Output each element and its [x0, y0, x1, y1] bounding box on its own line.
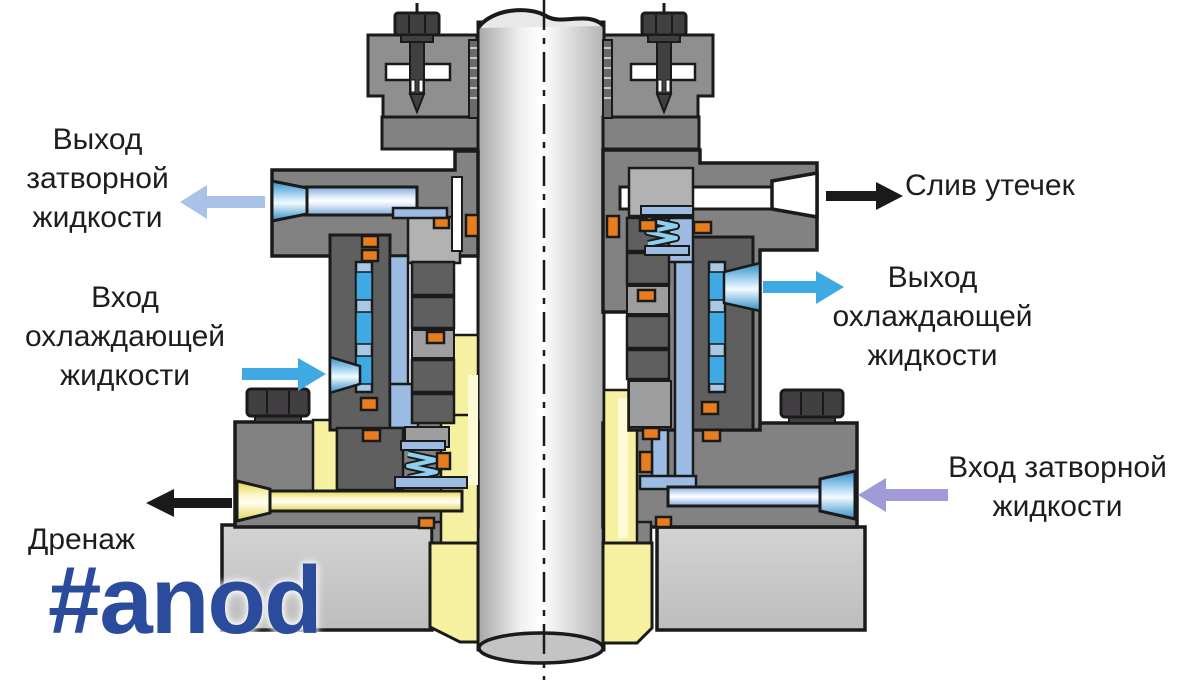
arrow-barrier-out	[180, 185, 265, 219]
cooling-inlet-nozzle	[328, 355, 362, 395]
watermark-anod: #anod	[48, 547, 323, 654]
label-line: затворной	[26, 162, 169, 195]
arrow-cooling-in	[242, 358, 326, 391]
label-barrier-out: Выход затворной жидкости	[5, 120, 190, 237]
label-line: жидкости	[32, 201, 163, 234]
barrier-inlet-pipe	[638, 428, 857, 521]
label-line: Выход	[887, 261, 978, 294]
label-cooling-out: Выход охлаждающей жидкости	[805, 258, 1060, 375]
label-barrier-in: Вход затворной жидкости	[915, 448, 1200, 526]
label-line: Выход	[52, 123, 143, 156]
thread-strips	[468, 39, 613, 119]
shaft	[476, 8, 606, 665]
arrow-barrier-in	[858, 478, 948, 512]
label-cooling-in: Вход охлаждающей жидкости	[0, 278, 250, 395]
label-line: жидкости	[60, 359, 190, 392]
label-line: охлаждающей	[24, 320, 226, 353]
drain-pipe	[235, 479, 464, 523]
arrow-cooling-out	[763, 271, 844, 304]
seal-spring-left	[394, 440, 468, 489]
flange-bolt-left	[245, 387, 311, 423]
label-line: Слив утечек	[905, 169, 1075, 202]
label-line: Дренаж	[28, 523, 136, 556]
gland-stud-bolt-right	[640, 3, 688, 115]
label-line: охлаждающей	[832, 300, 1033, 333]
gland-stud-bolt-left	[393, 3, 441, 115]
cooling-outlet-nozzle	[722, 261, 762, 313]
label-line: Вход затворной	[948, 451, 1167, 484]
label-drain: Дренаж	[28, 520, 228, 559]
flange-bolt-right	[779, 388, 845, 424]
arrow-leak-drain	[826, 182, 903, 210]
o-rings	[359, 213, 722, 530]
label-line: жидкости	[867, 339, 998, 372]
label-line: жидкости	[992, 490, 1123, 523]
arrow-drain	[146, 489, 232, 517]
label-line: Вход	[91, 281, 159, 314]
label-leak-drain: Слив утечек	[905, 166, 1185, 205]
